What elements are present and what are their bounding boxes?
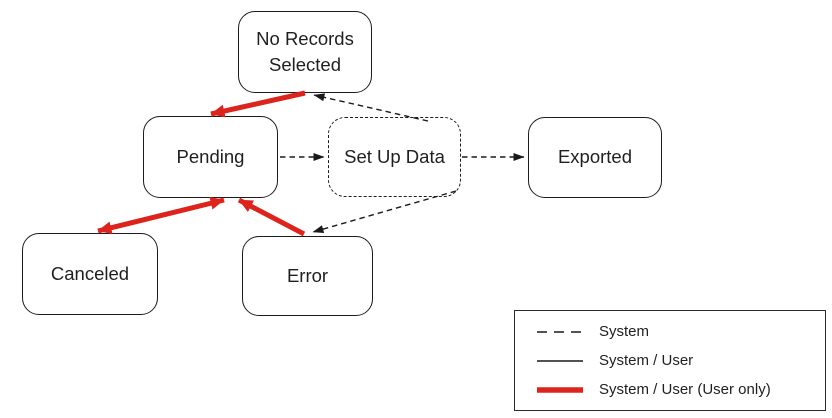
- node-label-no-records-selected: No Records Selected: [256, 27, 354, 75]
- dashed-line-swatch-icon: [537, 330, 583, 333]
- legend-item-system-user-user-only: System / User (User only): [536, 375, 825, 404]
- node-canceled: Canceled: [22, 233, 158, 315]
- node-pending: Pending: [143, 116, 278, 198]
- node-no-records-selected: No Records Selected: [238, 11, 372, 93]
- legend-item-system: System: [536, 317, 825, 346]
- node-label-pending: Pending: [176, 145, 245, 167]
- node-error: Error: [242, 236, 373, 316]
- solid-line-swatch-icon: [537, 359, 583, 362]
- legend-label-system: System: [599, 323, 650, 340]
- node-label-error: Error: [286, 264, 329, 286]
- thick-red-line-swatch-icon: [537, 386, 583, 393]
- node-label-canceled: Canceled: [50, 262, 130, 284]
- node-exported: Exported: [528, 117, 662, 198]
- legend-item-system-user: System / User: [536, 346, 825, 375]
- node-set-up-data: Set Up Data: [328, 117, 461, 197]
- legend: System System / User System / User (User…: [514, 310, 826, 411]
- legend-label-system-user: System / User: [599, 352, 694, 369]
- node-label-exported: Exported: [557, 146, 633, 168]
- node-label-set-up-data: Set Up Data: [344, 145, 445, 167]
- legend-label-system-user-user-only: System / User (User only): [599, 381, 771, 398]
